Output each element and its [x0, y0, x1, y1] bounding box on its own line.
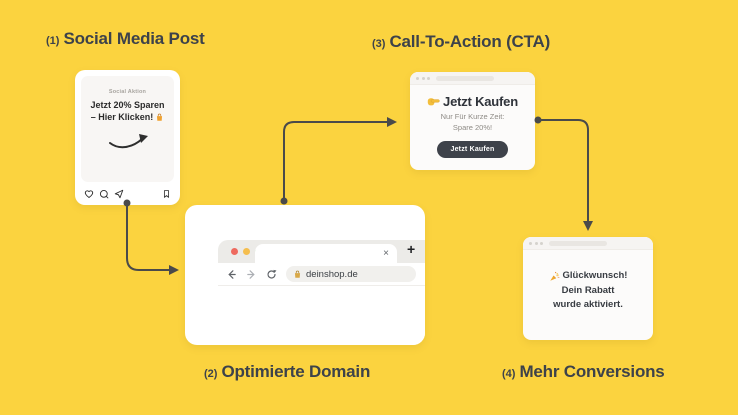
step-4-label: Mehr Conversions — [519, 362, 665, 381]
pointing-hand-icon — [427, 96, 440, 107]
step-1-label: Social Media Post — [63, 29, 205, 48]
window-dot-icon — [540, 241, 543, 245]
cta-title: Jetzt Kaufen — [410, 94, 535, 109]
connector-1-2 — [126, 202, 170, 271]
social-post-text: Jetzt 20% Sparen – Hier Klicken! — [81, 100, 174, 123]
connector-3-4 — [537, 119, 589, 222]
social-post-actions — [75, 182, 180, 205]
mini-url-bar — [435, 75, 494, 81]
browser-page-content — [218, 286, 425, 345]
step-2-number: (2) — [204, 368, 218, 380]
step-3-label: Call-To-Action (CTA) — [389, 32, 551, 51]
window-dot-icon — [534, 241, 538, 245]
step-1-title: (1) Social Media Post — [46, 29, 205, 49]
minimize-window-icon[interactable] — [243, 248, 250, 255]
shopping-bag-icon — [293, 270, 302, 279]
window-dot-icon — [427, 76, 430, 80]
cta-button[interactable]: Jetzt Kaufen — [437, 140, 508, 158]
arrowhead-icon — [583, 221, 593, 231]
connector-2-3 — [283, 121, 388, 202]
party-popper-icon — [549, 271, 560, 282]
conversion-card: Glückwunsch! Dein Rabatt wurde aktiviert… — [523, 237, 653, 340]
bookmark-icon[interactable] — [162, 189, 171, 199]
connector-dot — [280, 197, 288, 205]
new-tab-button[interactable]: + — [407, 241, 416, 257]
step-4-title: (4) Mehr Conversions — [502, 362, 665, 382]
comment-icon[interactable] — [99, 189, 109, 199]
social-post-card: Social Aktion Jetzt 20% Sparen – Hier Kl… — [75, 70, 180, 205]
cta-subtitle-line2: Spare 20%! — [452, 122, 493, 132]
mini-browser-chrome — [523, 237, 653, 250]
browser-tabstrip: × + — [218, 240, 425, 263]
back-icon[interactable] — [226, 269, 237, 280]
window-dot-icon — [416, 76, 419, 80]
connector-dot — [534, 116, 542, 124]
cta-subtitle: Nur Für Kurze Zeit: Spare 20%! — [410, 112, 535, 134]
browser-tab[interactable]: × — [255, 244, 397, 263]
conversion-message: Glückwunsch! Dein Rabatt wurde aktiviert… — [523, 269, 653, 313]
social-post-header: Social Aktion — [108, 89, 147, 95]
close-tab-icon[interactable]: × — [383, 247, 389, 259]
window-dot-icon — [529, 241, 532, 245]
arrowhead-icon — [387, 117, 397, 127]
url-bar[interactable]: deinshop.de — [286, 266, 416, 282]
conversion-line3: wurde aktiviert. — [553, 299, 623, 311]
conversion-line1: Glückwunsch! — [562, 270, 628, 281]
step-4-number: (4) — [502, 368, 516, 380]
social-post-image: Social Aktion Jetzt 20% Sparen – Hier Kl… — [81, 76, 174, 182]
url-text: deinshop.de — [306, 268, 358, 280]
cta-title-text: Jetzt Kaufen — [443, 94, 518, 109]
browser-window: × + deinshop.de — [218, 240, 425, 345]
arrowhead-icon — [169, 265, 179, 275]
social-post-line2: – Hier Klicken! — [90, 111, 154, 122]
mini-browser-chrome — [410, 72, 535, 85]
step-2-label: Optimierte Domain — [221, 362, 371, 381]
heart-icon[interactable] — [84, 189, 94, 199]
step-1-number: (1) — [46, 35, 60, 47]
step-3-title: (3) Call-To-Action (CTA) — [372, 32, 550, 52]
window-dot-icon — [421, 76, 425, 80]
close-window-icon[interactable] — [231, 248, 238, 255]
shopping-bag-icon — [155, 113, 164, 122]
reload-icon[interactable] — [266, 269, 277, 280]
cta-subtitle-line1: Nur Für Kurze Zeit: — [440, 112, 505, 121]
share-icon[interactable] — [114, 189, 124, 199]
curved-arrow-icon — [108, 134, 148, 149]
conversion-line2: Dein Rabatt — [561, 284, 615, 296]
browser-navbar: deinshop.de — [218, 263, 425, 286]
forward-icon[interactable] — [246, 269, 257, 280]
step-2-title: (2) Optimierte Domain — [204, 362, 370, 382]
social-post-line1: Jetzt 20% Sparen — [90, 100, 165, 110]
step-3-number: (3) — [372, 38, 386, 50]
cta-card: Jetzt Kaufen Nur Für Kurze Zeit: Spare 2… — [410, 72, 535, 170]
mini-url-bar — [548, 240, 607, 246]
browser-card: × + deinshop.de — [185, 205, 425, 345]
